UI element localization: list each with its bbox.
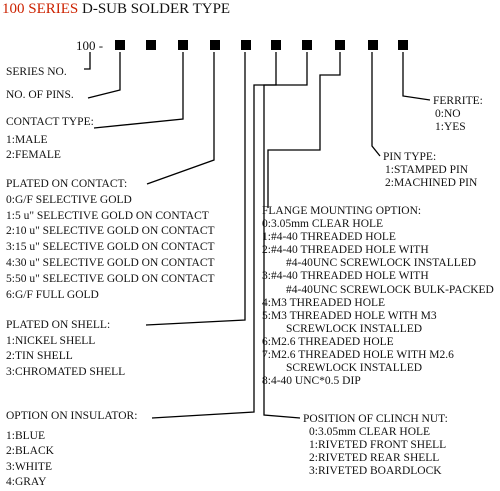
flange-item: 0:3.05mm CLEAR HOLE bbox=[262, 218, 384, 231]
plated-contact-item: 6:G/F FULL GOLD bbox=[6, 288, 99, 301]
flange-item: 5:M3 THREADED HOLE WITH M3 bbox=[262, 309, 437, 322]
clinch-leader bbox=[263, 52, 308, 419]
clinch-nut-item: 3:RIVETED BOARDLOCK bbox=[309, 465, 442, 477]
part-code-prefix: 100 - bbox=[76, 38, 104, 53]
insulator-item: 3:WHITE bbox=[6, 460, 52, 473]
flange-item: SCREWLOCK INSTALLED bbox=[286, 362, 423, 375]
pin-type-item: 1:STAMPED PIN bbox=[385, 164, 469, 176]
insulator-item: 1:BLUE bbox=[6, 429, 45, 442]
plating-leader bbox=[146, 52, 215, 185]
contact-leader bbox=[93, 52, 184, 129]
ferrite-group: FERRITE: 0:NO 1:YES bbox=[433, 95, 483, 134]
plated-shell-item: 3:CHROMATED SHELL bbox=[6, 365, 126, 378]
clinch-nut-item: 1:RIVETED FRONT SHELL bbox=[309, 439, 447, 451]
code-box-2 bbox=[146, 40, 156, 50]
code-box-8 bbox=[335, 40, 345, 50]
flange-item: 4:M3 THREADED HOLE bbox=[262, 296, 386, 309]
code-box-9 bbox=[368, 40, 378, 50]
code-box-6 bbox=[271, 40, 281, 50]
flange-item: 8:4-40 UNC*0.5 DIP bbox=[262, 375, 361, 388]
insulator-leader bbox=[151, 52, 277, 419]
flange-group: FLANGE MOUNTING OPTION: 0:3.05mm CLEAR H… bbox=[262, 205, 494, 388]
series-no-label: SERIES NO. bbox=[6, 66, 67, 78]
code-box-3 bbox=[178, 40, 188, 50]
plated-contact-item: 2:10 u" SELECTIVE GOLD ON CONTACT bbox=[6, 225, 215, 238]
title-rest: D-SUB SOLDER TYPE bbox=[82, 1, 231, 17]
clinch-nut-item: 0:3.05mm CLEAR HOLE bbox=[309, 426, 431, 438]
code-box-10 bbox=[398, 40, 408, 50]
contact-type-header: CONTACT TYPE: bbox=[6, 116, 94, 128]
insulator-item: 2:BLACK bbox=[6, 445, 54, 458]
plated-contact-item: 1:5 u" SELECTIVE GOLD ON CONTACT bbox=[6, 209, 209, 222]
insulator-group: OPTION ON INSULATOR: 1:BLUE 2:BLACK 3:WH… bbox=[6, 409, 137, 491]
flange-item: 6:M2.6 THREADED HOLE bbox=[262, 335, 394, 348]
pin-type-leader bbox=[371, 52, 381, 157]
diagram-title: 100 SERIES D-SUB SOLDER TYPE bbox=[2, 1, 230, 18]
ferrite-item: 1:YES bbox=[435, 121, 466, 133]
code-box-1 bbox=[115, 40, 125, 50]
contact-type-group: CONTACT TYPE: 1:MALE 2:FEMALE bbox=[6, 116, 94, 163]
flange-item: #4-40UNC SCREWLOCK BULK-PACKED bbox=[286, 283, 494, 296]
insulator-item: 4:GRAY bbox=[6, 476, 47, 489]
plated-contact-item: 3:15 u" SELECTIVE GOLD ON CONTACT bbox=[6, 241, 215, 254]
pin-type-item: 2:MACHINED PIN bbox=[385, 177, 478, 189]
plated-contact-item: 0:G/F SELECTIVE GOLD bbox=[6, 193, 132, 206]
code-box-5 bbox=[241, 40, 251, 50]
flange-leader bbox=[267, 52, 341, 208]
plated-contact-item: 5:50 u" SELECTIVE GOLD ON CONTACT bbox=[6, 272, 215, 285]
ferrite-item: 0:NO bbox=[435, 108, 461, 120]
flange-item: 2:#4-40 THREADED HOLE WITH bbox=[262, 244, 429, 257]
ferrite-leader bbox=[402, 52, 431, 101]
series-name: 100 SERIES bbox=[2, 1, 79, 17]
plated-contact-header: PLATED ON CONTACT: bbox=[6, 178, 128, 190]
plated-shell-group: PLATED ON SHELL: 1:NICKEL SHELL 2:TIN SH… bbox=[6, 318, 125, 380]
clinch-nut-group: POSITION OF CLINCH NUT: 0:3.05mm CLEAR H… bbox=[303, 413, 448, 478]
flange-item: 7:M2.6 THREADED HOLE WITH M2.6 bbox=[262, 349, 454, 362]
plated-shell-item: 2:TIN SHELL bbox=[6, 350, 73, 362]
flange-item: 3:#4-40 THREADED HOLE WITH bbox=[262, 270, 429, 283]
plated-contact-item: 4:30 u" SELECTIVE GOLD ON CONTACT bbox=[6, 256, 215, 269]
plated-contact-group: PLATED ON CONTACT: 0:G/F SELECTIVE GOLD … bbox=[6, 177, 215, 303]
ferrite-header: FERRITE: bbox=[433, 95, 483, 107]
flange-header: FLANGE MOUNTING OPTION: bbox=[262, 205, 422, 217]
pin-type-group: PIN TYPE: 1:STAMPED PIN 2:MACHINED PIN bbox=[383, 151, 477, 190]
contact-type-item: 1:MALE bbox=[6, 133, 48, 146]
flange-item: 1:#4-40 THREADED HOLE bbox=[262, 231, 396, 244]
pin-type-header: PIN TYPE: bbox=[383, 151, 437, 163]
code-box-7 bbox=[302, 40, 312, 50]
clinch-nut-item: 2:RIVETED REAR SHELL bbox=[309, 452, 440, 464]
contact-type-item: 2:FEMALE bbox=[6, 149, 61, 162]
plated-shell-item: 1:NICKEL SHELL bbox=[6, 334, 96, 347]
pins-leader bbox=[87, 52, 121, 99]
insulator-header: OPTION ON INSULATOR: bbox=[6, 410, 138, 422]
series-leader bbox=[84, 52, 91, 70]
flange-item: #4-40UNC SCREWLOCK INSTALLED bbox=[286, 257, 477, 270]
plated-shell-header: PLATED ON SHELL: bbox=[6, 319, 111, 331]
no-of-pins-label: NO. OF PINS. bbox=[6, 89, 74, 101]
shell-leader bbox=[145, 52, 246, 326]
code-box-4 bbox=[210, 40, 220, 50]
clinch-nut-header: POSITION OF CLINCH NUT: bbox=[303, 413, 448, 425]
flange-item: SCREWLOCK INSTALLED bbox=[286, 322, 423, 335]
